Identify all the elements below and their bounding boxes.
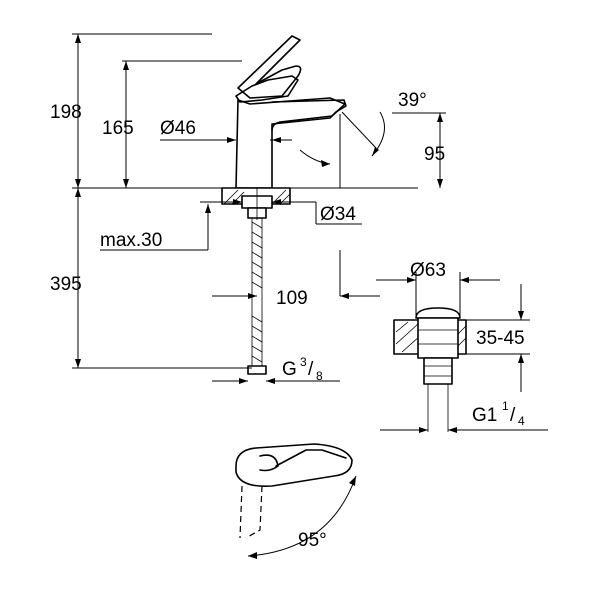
angle39-label: 39°	[398, 90, 427, 111]
dim-198-label: 198	[50, 102, 82, 123]
angle95-label: 95°	[298, 530, 327, 551]
spout	[271, 99, 347, 131]
g114-slash: /	[510, 405, 516, 426]
popup-waste	[393, 307, 467, 432]
faucet-top-view	[235, 443, 353, 539]
g38-denominator: 8	[316, 369, 323, 383]
angle39-stream-line	[341, 111, 377, 149]
lever-base	[235, 75, 299, 103]
waste-cap	[415, 307, 461, 319]
rotation-arc	[299, 149, 331, 165]
dim-165-label: 165	[102, 118, 134, 139]
top-view-lever	[275, 449, 347, 467]
dim-95-label: 95	[424, 144, 445, 165]
mounting-assembly	[221, 187, 291, 220]
waste-nut	[423, 357, 453, 385]
g38-label: G	[282, 359, 297, 380]
top-view-body	[235, 443, 353, 488]
dim-d63-label: Ø63	[410, 260, 446, 281]
waste-body	[417, 317, 459, 359]
dim-395-label: 395	[50, 274, 82, 295]
faucet-body	[235, 97, 346, 189]
g114-numerator: 1	[502, 399, 509, 413]
dim-d34-label: Ø34	[320, 204, 356, 225]
dim-d46-label: Ø46	[160, 118, 196, 139]
g38-numerator: 3	[300, 355, 307, 369]
g114-denominator: 4	[518, 414, 525, 428]
top-view-rotation-ghost-left	[239, 485, 243, 539]
supply-hose	[247, 218, 267, 375]
angle39-arc	[371, 111, 385, 157]
dim-3545-label: 35-45	[476, 328, 525, 349]
top-view-aerator	[259, 454, 279, 472]
dim-109-label: 109	[276, 288, 308, 309]
hose-fitting	[247, 365, 267, 375]
angle95-arc	[247, 475, 357, 557]
g38-slash: /	[308, 359, 314, 380]
g114-label: G1	[472, 405, 497, 426]
top-view-rotation-ghost-right	[245, 485, 263, 539]
faucet-side-view	[235, 35, 347, 189]
dim-max30-label: max.30	[100, 230, 162, 251]
